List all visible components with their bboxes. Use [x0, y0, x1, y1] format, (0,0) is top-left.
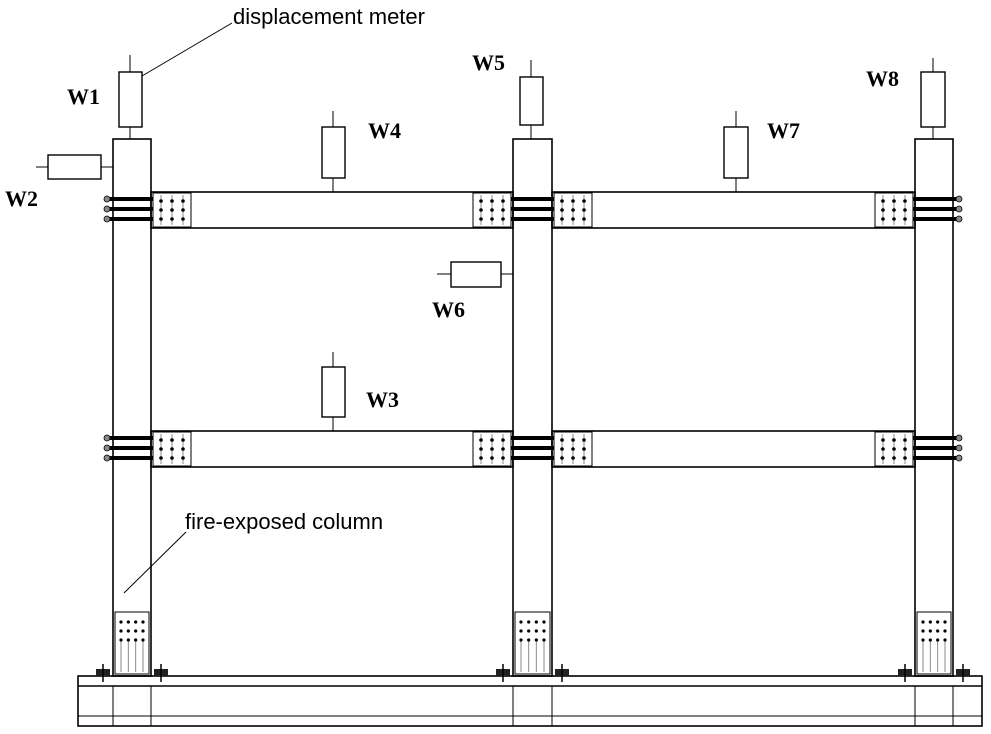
- column-callout-label: fire-exposed column: [185, 509, 383, 534]
- column-stiffener: [905, 434, 963, 462]
- column-right: [914, 138, 954, 677]
- end-plate: [553, 431, 593, 467]
- column-base-splice: [898, 611, 970, 682]
- W8-label: W8: [866, 66, 899, 91]
- W1-label: W1: [67, 84, 100, 109]
- column-stiffener: [103, 195, 161, 223]
- W7-label: W7: [767, 118, 800, 143]
- column-stiffener: [905, 195, 963, 223]
- W3-label: W3: [366, 387, 399, 412]
- beam-column-connections: [103, 192, 963, 467]
- end-plate: [152, 192, 192, 228]
- beam-mid-right: [551, 430, 916, 468]
- W6-meter: [437, 261, 513, 288]
- column-base-splice: [496, 611, 569, 682]
- column-left: [112, 138, 152, 677]
- end-plate: [472, 192, 512, 228]
- W1-meter: [118, 55, 143, 139]
- column-base-splice: [96, 611, 168, 682]
- base-beam: [77, 675, 983, 727]
- meter-leader-line: [141, 22, 233, 77]
- W5-label: W5: [472, 50, 505, 75]
- columns: [112, 138, 954, 677]
- beam-top-left: [150, 191, 514, 229]
- column-stiffener: [503, 434, 562, 462]
- column-stiffener: [103, 434, 161, 462]
- column-base-connections: [96, 611, 970, 682]
- meter-callout-label: displacement meter: [233, 4, 425, 29]
- column-middle: [512, 138, 553, 677]
- W4-meter: [321, 111, 346, 192]
- column-leader-line: [123, 531, 187, 594]
- end-plate: [553, 192, 593, 228]
- beam-mid-left: [150, 430, 514, 468]
- W3-meter: [321, 352, 346, 431]
- W5-meter: [519, 60, 544, 139]
- beam-top-right: [551, 191, 916, 229]
- W4-label: W4: [368, 118, 401, 143]
- W2-meter: [36, 154, 113, 180]
- W8-meter: [920, 58, 946, 139]
- end-plate: [152, 431, 192, 467]
- W7-meter: [723, 111, 749, 192]
- W2-label: W2: [5, 186, 38, 211]
- end-plate: [472, 431, 512, 467]
- beams: [150, 191, 916, 468]
- end-plate: [874, 431, 914, 467]
- end-plate: [874, 192, 914, 228]
- column-stiffener: [503, 195, 562, 223]
- W6-label: W6: [432, 297, 465, 322]
